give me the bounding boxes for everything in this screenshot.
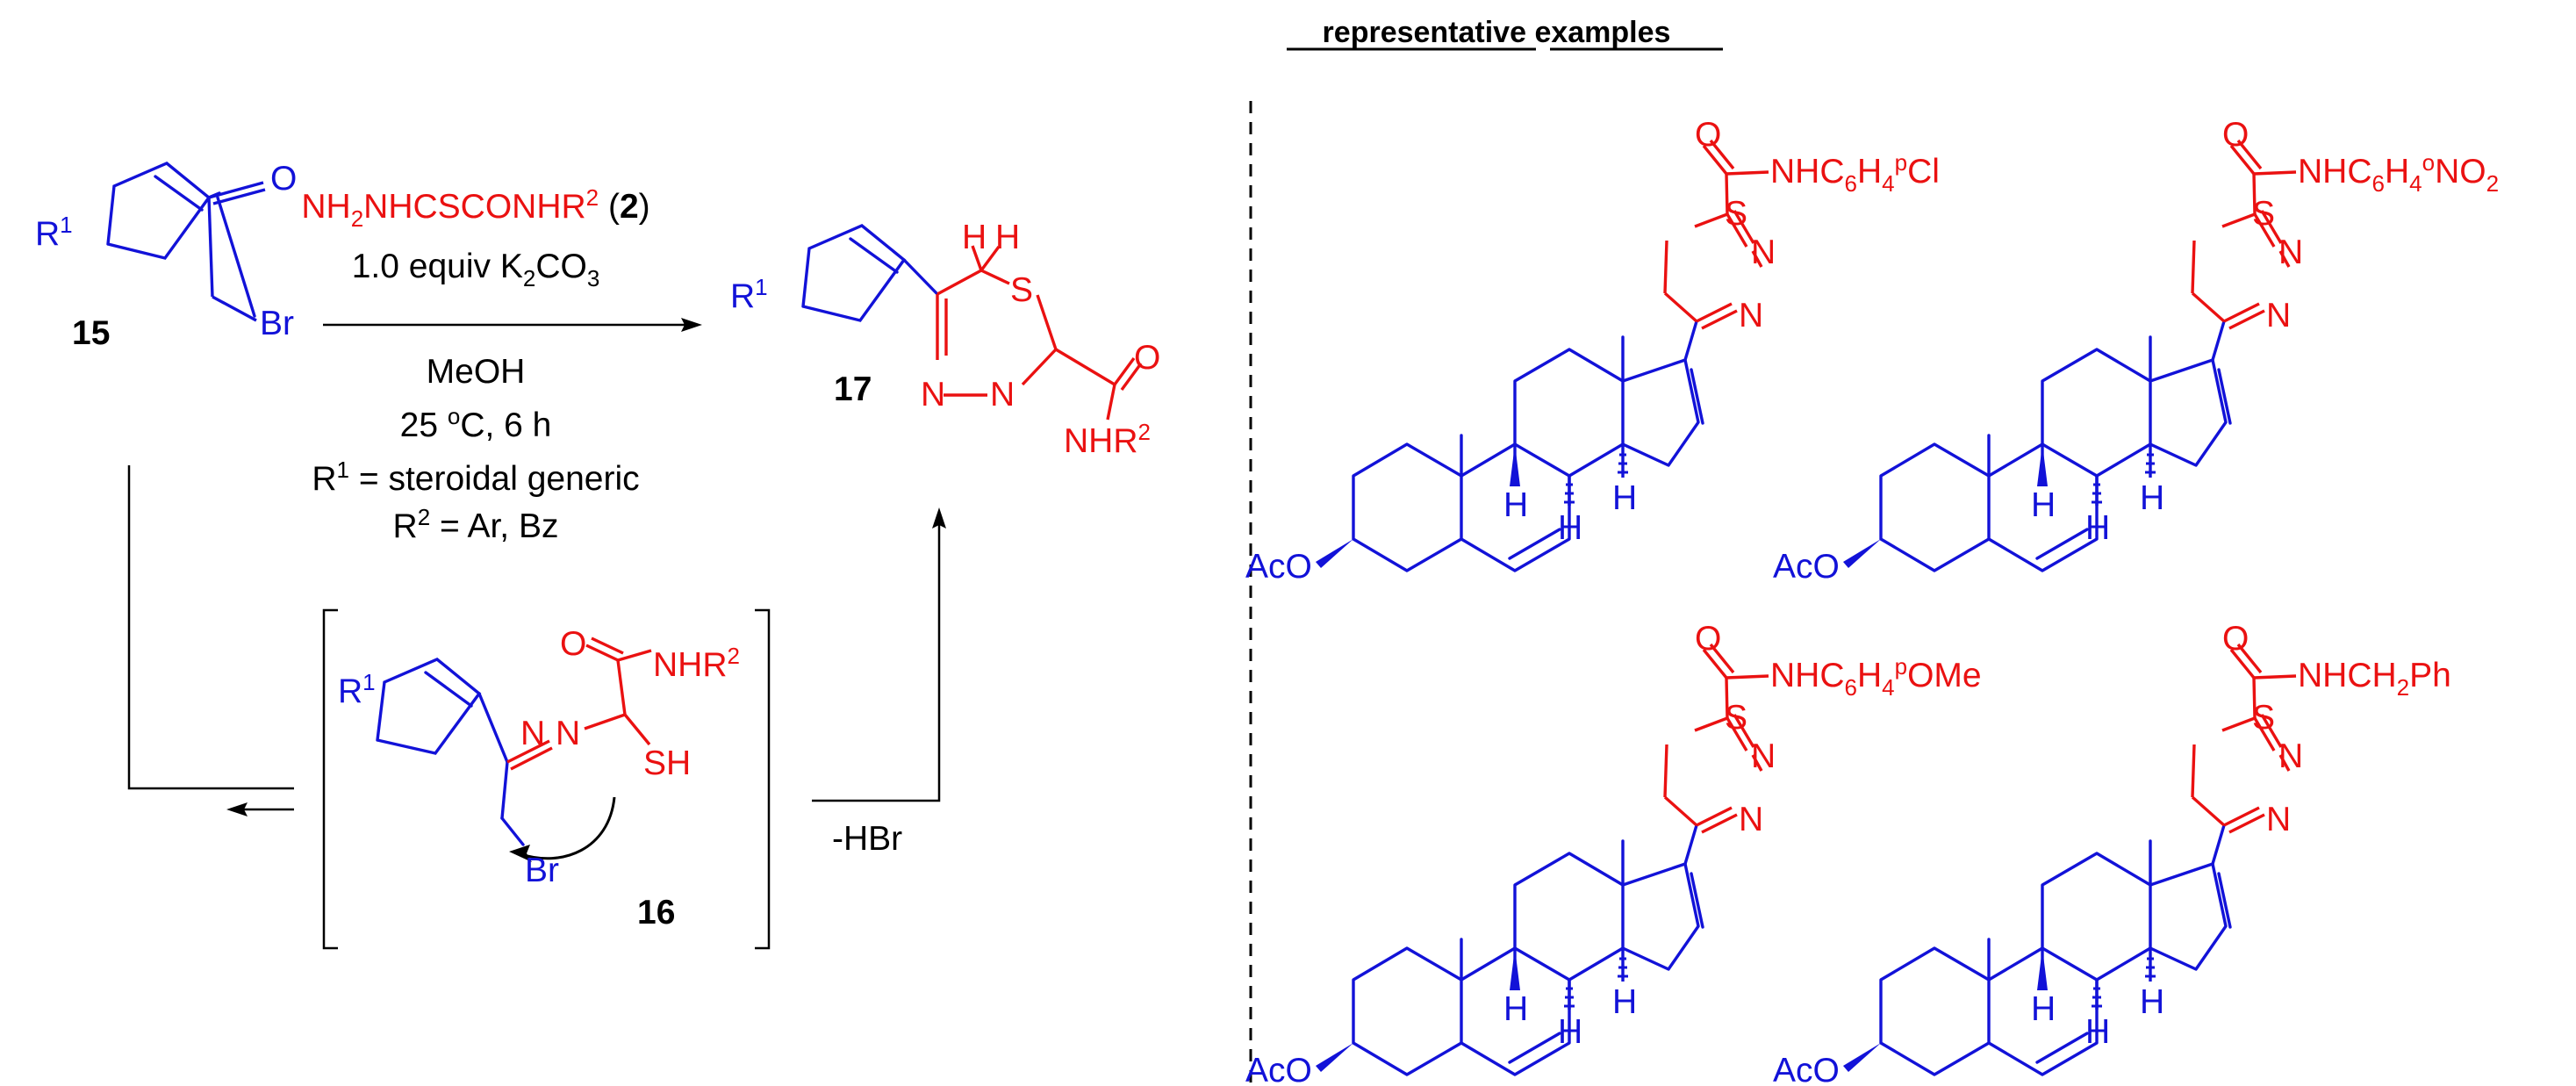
example-oxygen: O bbox=[2222, 116, 2249, 154]
cyclization-curved-arrow bbox=[520, 796, 616, 860]
header: representative examples bbox=[1287, 16, 1723, 51]
compound-16-bromine: Br bbox=[525, 852, 559, 889]
reaction-conditions: NH2NHCSCONHR2 (2) 1.0 equiv K2CO3 MeOH 2… bbox=[301, 184, 702, 545]
example-sulfur: S bbox=[1725, 699, 1747, 737]
example-h-stereo-1: H bbox=[1503, 990, 1528, 1028]
example-oxygen: O bbox=[1695, 620, 1721, 658]
example-h-stereo-3: H bbox=[1612, 479, 1637, 517]
steroid-skeleton bbox=[1841, 139, 2298, 572]
compound-16-n2: N bbox=[556, 715, 580, 752]
elimination-label: -HBr bbox=[832, 820, 902, 858]
compound-17: R1 H H S N N O NHR2 17 bbox=[730, 219, 1160, 460]
example-n1: N bbox=[2278, 737, 2303, 775]
example-oxygen: O bbox=[1695, 116, 1721, 154]
example-amide-substituent: NHCH2Ph bbox=[2298, 657, 2451, 701]
example-n1: N bbox=[1751, 737, 1776, 775]
steroid-skeleton bbox=[1841, 643, 2298, 1076]
example-h-stereo-2: H bbox=[1558, 1013, 1582, 1051]
r1-definition: R1 = steroidal generic bbox=[312, 457, 639, 498]
compound-17-n2: N bbox=[990, 376, 1015, 414]
compound-17-h2: H bbox=[995, 219, 1020, 256]
example-n2: N bbox=[2266, 801, 2291, 838]
reaction-arrow-main-head bbox=[681, 318, 702, 332]
example-n1: N bbox=[2278, 234, 2303, 271]
example-sulfur: S bbox=[2252, 195, 2275, 233]
header-title: representative examples bbox=[1323, 16, 1671, 49]
example-h-stereo-2: H bbox=[2085, 509, 2110, 547]
example-amide-substituent: NHC6H4pOMe bbox=[1770, 653, 1982, 701]
compound-16: R1 O NHR2 N N SH Br 16 bbox=[338, 625, 740, 931]
example-sulfur: S bbox=[2252, 699, 2275, 737]
intermediate-brackets bbox=[322, 608, 771, 950]
pathway-arrow-back-head bbox=[226, 802, 248, 816]
compound-15-bromine: Br bbox=[260, 305, 294, 342]
compound-17-oxygen: O bbox=[1134, 339, 1160, 377]
example-oxygen: O bbox=[2222, 620, 2249, 658]
example-acetate: AcO bbox=[1245, 548, 1312, 586]
compound-15-r1: R1 bbox=[35, 212, 73, 253]
compound-17-label: 17 bbox=[834, 370, 872, 408]
reagent-name: NH2NHCSCONHR2 (2) bbox=[301, 184, 649, 232]
example-h-stereo-1: H bbox=[1503, 486, 1528, 524]
pathway-arrows bbox=[127, 465, 941, 811]
compound-16-oxygen: O bbox=[560, 625, 586, 663]
example-h-stereo-3: H bbox=[2140, 479, 2164, 517]
compound-17-n1: N bbox=[921, 376, 945, 414]
compound-16-amide: NHR2 bbox=[653, 643, 740, 684]
base-equiv: 1.0 equiv K2CO3 bbox=[352, 248, 600, 291]
temperature: 25 oC, 6 h bbox=[400, 403, 552, 444]
example-acetate: AcO bbox=[1245, 1052, 1312, 1086]
compound-15-ketone-o: O bbox=[270, 160, 297, 198]
compound-15-label: 15 bbox=[72, 314, 110, 352]
cyclization-arrow-head bbox=[509, 845, 532, 862]
example-n1: N bbox=[1751, 234, 1776, 271]
compound-15: R1 O Br 15 bbox=[35, 160, 297, 352]
example-acetate: AcO bbox=[1773, 1052, 1840, 1086]
compound-16-n1: N bbox=[520, 715, 545, 752]
compound-17-h1: H bbox=[962, 219, 987, 256]
compound-16-r1: R1 bbox=[338, 669, 376, 710]
example-h-stereo-3: H bbox=[1612, 983, 1637, 1021]
compound-17-sulfur: S bbox=[1010, 271, 1033, 309]
example-sulfur: S bbox=[1725, 195, 1747, 233]
example-h-stereo-2: H bbox=[2085, 1013, 2110, 1051]
example-n2: N bbox=[1739, 801, 1763, 838]
solvent: MeOH bbox=[427, 353, 526, 391]
example-n2: N bbox=[2266, 297, 2291, 334]
r2-definition: R2 = Ar, Bz bbox=[393, 504, 559, 545]
example-h-stereo-3: H bbox=[2140, 983, 2164, 1021]
compound-16-label: 16 bbox=[637, 894, 675, 931]
pathway-arrow-up-head bbox=[932, 507, 946, 529]
example-h-stereo-1: H bbox=[2031, 486, 2056, 524]
compound-16-thiol: SH bbox=[643, 744, 691, 782]
example-amide-substituent: NHC6H4oNO2 bbox=[2298, 149, 2499, 197]
example-n2: N bbox=[1739, 297, 1763, 334]
example-amide-substituent: NHC6H4pCl bbox=[1770, 149, 1940, 197]
examples-grid: OSNNHHHAcONHC6H4pClOSNNHHHAcONHC6H4oNO2O… bbox=[1245, 116, 2499, 1086]
example-h-stereo-2: H bbox=[1558, 509, 1582, 547]
example-h-stereo-1: H bbox=[2031, 990, 2056, 1028]
example-acetate: AcO bbox=[1773, 548, 1840, 586]
compound-17-r1: R1 bbox=[730, 274, 768, 315]
compound-17-amide: NHR2 bbox=[1064, 419, 1151, 460]
steroid-skeleton bbox=[1314, 643, 1770, 1076]
steroid-skeleton bbox=[1314, 139, 1770, 572]
